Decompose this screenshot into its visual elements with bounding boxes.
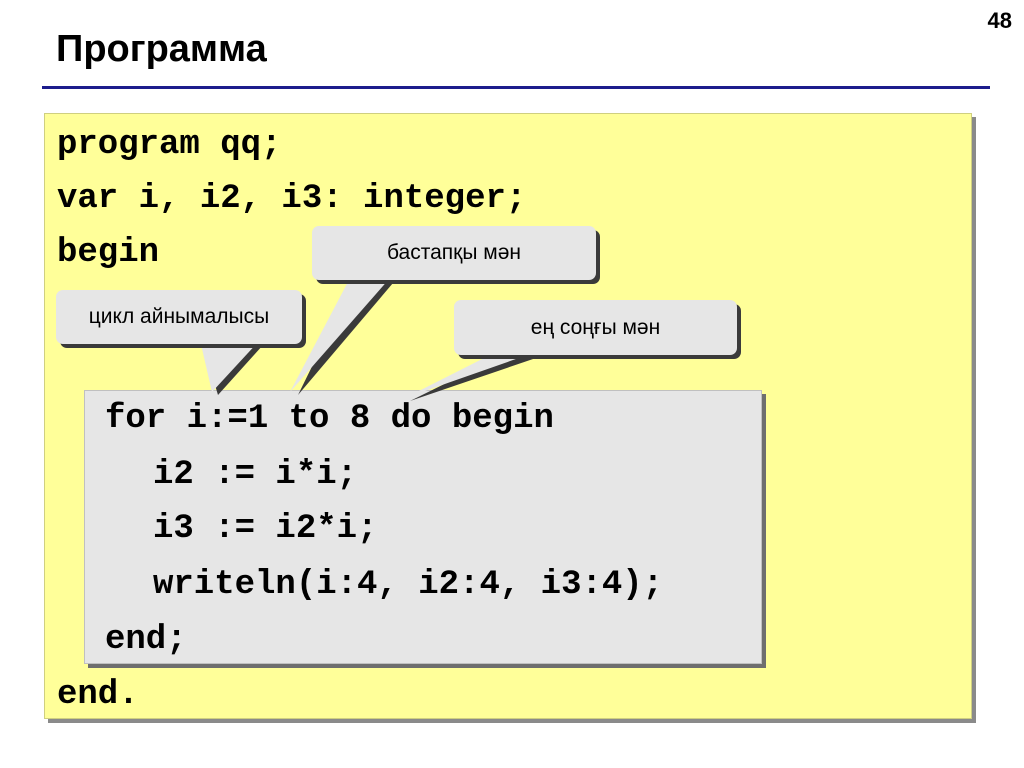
pointer-end-value — [405, 353, 533, 398]
pointer-loop-variable — [200, 340, 260, 392]
pointer-start-value — [290, 278, 390, 392]
code-line-i3: i3 := i2*i; — [153, 510, 378, 548]
code-line-end-program: end. — [57, 676, 139, 714]
code-line-end-loop: end; — [105, 621, 187, 659]
code-line-for: for i:=1 to 8 do begin — [105, 400, 554, 438]
code-line-i2: i2 := i*i; — [153, 456, 358, 494]
slide-title: Программа — [56, 28, 267, 70]
callout-loop-variable: цикл айнымалысы — [56, 290, 302, 344]
callout-start-value: бастапқы мән — [312, 226, 596, 280]
slide-number: 48 — [987, 8, 1012, 33]
code-line-writeln: writeln(i:4, i2:4, i3:4); — [153, 566, 664, 604]
code-line-begin: begin — [57, 234, 160, 272]
title-underline — [42, 86, 990, 89]
code-line-program: program qq; — [57, 126, 282, 164]
code-line-var: var i, i2, i3: integer; — [57, 180, 527, 218]
callout-end-value: ең соңғы мән — [454, 300, 737, 355]
